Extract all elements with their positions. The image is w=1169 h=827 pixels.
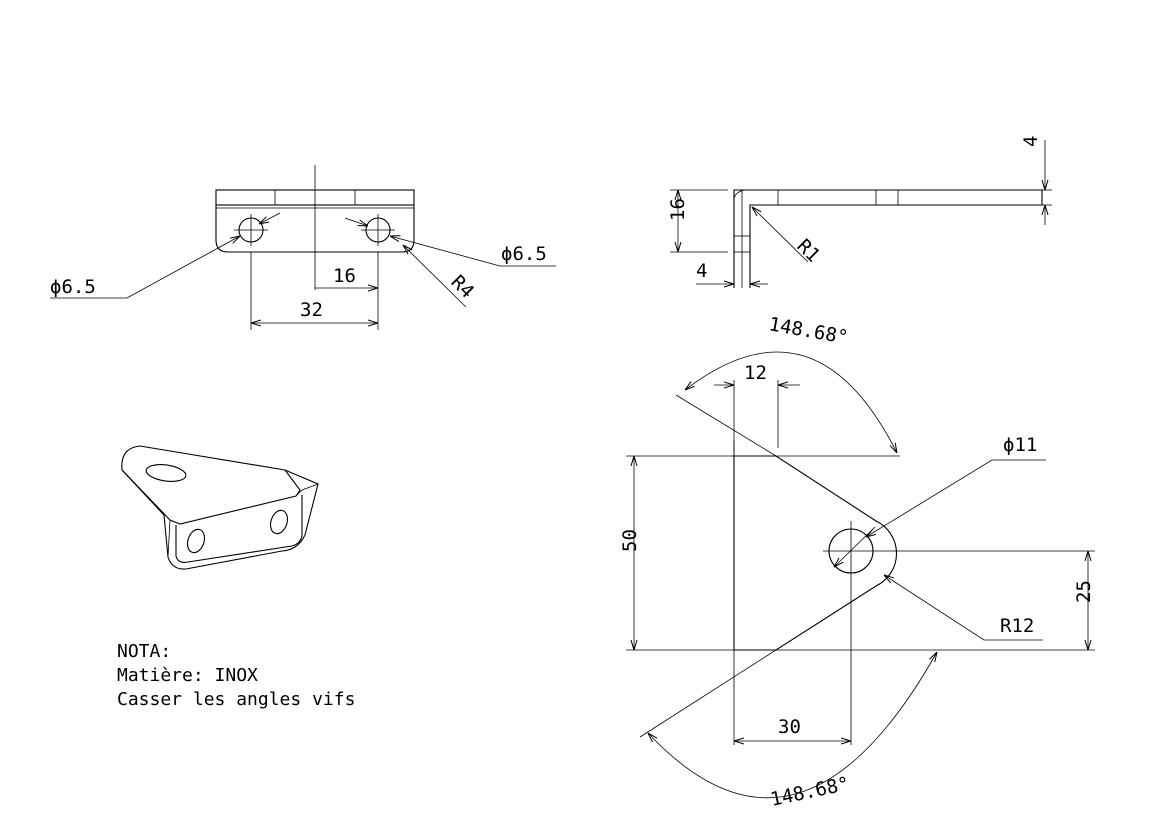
hole-diameter-right-label: ϕ6.5	[501, 243, 547, 265]
side-radius-label: R1	[792, 235, 824, 267]
note-edges: Casser les angles vifs	[117, 689, 355, 710]
side-view-profile	[733, 189, 1043, 288]
angle-top-label: 148.68°	[767, 313, 850, 349]
iso-hole-right	[269, 509, 289, 535]
side-dim-4-vertical: 4	[1020, 136, 1042, 147]
iso-hole-left	[186, 528, 206, 554]
iso-outline	[121, 445, 319, 570]
angle-bottom-label: 148.68°	[768, 773, 851, 811]
iso-hole-top	[145, 464, 187, 482]
note-material: Matière: INOX	[117, 665, 258, 686]
top-radius-label: R4	[446, 271, 478, 303]
front-hole-diameter-label: ϕ11	[1003, 434, 1037, 456]
top-dim-32: 32	[300, 299, 323, 321]
side-dim-16: 16	[667, 198, 689, 221]
note-heading: NOTA:	[117, 641, 171, 662]
front-view-plate	[733, 455, 897, 651]
side-dim-4-horizontal: 4	[696, 260, 707, 282]
isometric-view	[121, 445, 319, 570]
hole-diameter-left-label: ϕ6.5	[50, 276, 96, 298]
front-radius-label: R12	[1000, 615, 1034, 637]
front-view: 148.68° 148.68° 12 ϕ11 50 25 R12 30	[619, 313, 1095, 811]
front-dim-12: 12	[744, 362, 767, 384]
notes: NOTA: Matière: INOX Casser les angles vi…	[117, 641, 355, 710]
front-dim-50: 50	[619, 529, 641, 552]
front-dim-25: 25	[1073, 580, 1095, 603]
side-view: 16 4 4 R1	[667, 136, 1052, 288]
front-dim-30: 30	[778, 716, 801, 738]
top-view: ϕ6.5 ϕ6.5 16 32 R4	[50, 165, 556, 330]
top-dim-16: 16	[333, 265, 356, 287]
